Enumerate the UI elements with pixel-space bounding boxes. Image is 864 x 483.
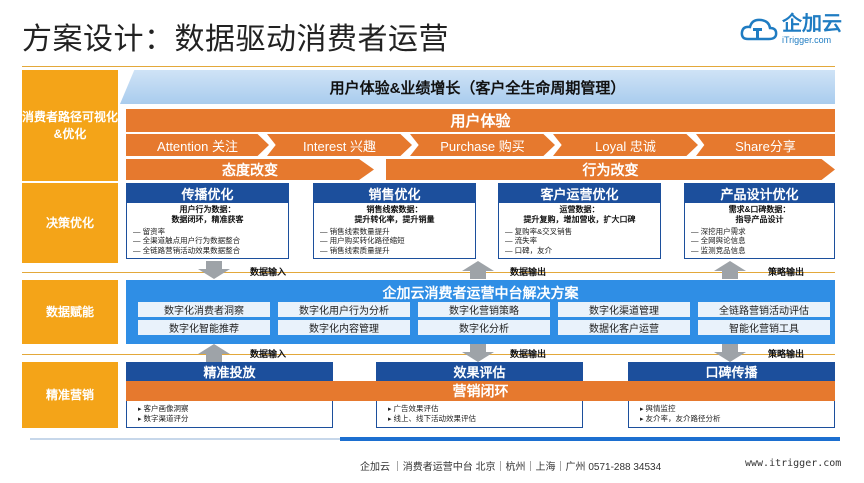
page-title: 方案设计：数据驱动消费者运营	[22, 23, 449, 56]
platform-tile: 全链路营销活动评估	[698, 302, 830, 317]
flow-label-output: 数据输出	[510, 267, 547, 277]
list-item: 舆情监控	[640, 404, 720, 414]
footer-text: 企加云 ｜消费者运营中台 北京｜杭州｜上海｜广州 0571-288 34534	[360, 462, 662, 473]
list-item: 全渠道触点用户行为数据整合	[133, 236, 288, 245]
behavior-change: 行为改变	[386, 159, 835, 180]
delivery-list: 客户画像洞察 数字渠道评分	[138, 404, 188, 425]
card-title: 客户运营优化	[499, 184, 660, 203]
list-item: 留资率	[133, 227, 288, 236]
flow-label-strategy: 策略输出	[768, 349, 805, 359]
footer-url: www.itrigger.com	[745, 458, 842, 469]
stage-share: Share分享	[696, 134, 835, 156]
stage-purchase: Purchase 购买	[410, 134, 555, 156]
word-of-mouth-list: 舆情监控 友介率，友介路径分析	[640, 404, 720, 425]
arrow-down-icon	[714, 344, 746, 362]
list-item: 口碑，友介	[505, 246, 660, 255]
list-item: 销售线索质量提升	[320, 246, 475, 255]
list-item: 监测竞品信息	[691, 246, 834, 255]
flow-label-input: 数据输入	[250, 267, 287, 277]
platform-tile: 数字化用户行为分析	[278, 302, 410, 317]
list-item: 复购率&交叉销售	[505, 227, 660, 236]
card-subtitle: 销售线索数据： 提升转化率，提升销量	[354, 205, 435, 224]
card-title: 传播优化	[127, 184, 288, 203]
platform-tile: 数字化营销策略	[418, 302, 550, 317]
footer-accent	[340, 437, 840, 441]
platform-title: 企加云消费者运营中台解决方案	[382, 285, 579, 301]
ux-bar: 用户体验	[126, 109, 835, 132]
card-subtitle: 需求&口碑数据： 指导产品设计	[728, 205, 791, 224]
platform-tile: 智能化营销工具	[698, 320, 830, 335]
attitude-change: 态度改变	[126, 159, 374, 180]
platform-tile: 数字化分析	[418, 320, 550, 335]
card-customer-ops: 客户运营优化 运营数据： 提升复购，增加营收，扩大口碑 复购率&交叉销售 流失率…	[498, 183, 661, 259]
divider	[22, 354, 835, 355]
flow-label-input: 数据输入	[250, 349, 287, 359]
arrow-down-icon	[462, 344, 494, 362]
logo-subtitle: iTrigger.com	[782, 35, 832, 45]
list-item: 客户画像洞察	[138, 404, 188, 414]
stage-interest: Interest 兴趣	[267, 134, 412, 156]
platform-tile: 数字化渠道管理	[558, 302, 690, 317]
arrow-down-icon	[198, 261, 230, 279]
platform-panel: 企加云消费者运营中台解决方案 数字化消费者洞察 数字化用户行为分析 数字化营销策…	[126, 280, 835, 344]
logo: 企加云 iTrigger.com	[740, 14, 842, 45]
divider	[22, 66, 835, 67]
card-sales: 销售优化 销售线索数据： 提升转化率，提升销量 销售线索数量提升 用户购买转化路…	[313, 183, 476, 259]
card-subtitle: 用户行为数据： 数据闭环，精准获客	[171, 205, 244, 224]
list-item: 全链路营销活动效果数据整合	[133, 246, 288, 255]
arrow-up-icon	[198, 344, 230, 362]
row-label-marketing: 精准营销	[22, 362, 118, 428]
row-label-path: 消费者路径可视化&优化	[22, 70, 118, 181]
list-item: 销售线索数量提升	[320, 227, 475, 236]
list-item: 流失率	[505, 236, 660, 245]
row-label-data: 数据赋能	[22, 280, 118, 344]
row-label-decision: 决策优化	[22, 183, 118, 263]
flow-label-output: 数据输出	[510, 349, 547, 359]
list-item: 数字渠道评分	[138, 414, 188, 424]
list-item: 全网舆论信息	[691, 236, 834, 245]
card-title: 销售优化	[314, 184, 475, 203]
growth-banner: 用户体验&业绩增长（客户全生命周期管理）	[120, 70, 835, 104]
platform-tile: 数字化消费者洞察	[138, 302, 270, 317]
arrow-up-icon	[714, 261, 746, 279]
platform-tile: 数字化智能推荐	[138, 320, 270, 335]
flow-label-strategy: 策略输出	[768, 267, 805, 277]
list-item: 用户购买转化路径缩短	[320, 236, 475, 245]
precise-delivery-title: 精准投放	[126, 362, 333, 381]
arrow-up-icon	[462, 261, 494, 279]
list-item: 深挖用户需求	[691, 227, 834, 236]
list-item: 广告效果评估	[388, 404, 476, 414]
logo-name: 企加云	[782, 13, 842, 35]
list-item: 友介率，友介路径分析	[640, 414, 720, 424]
stage-attention: Attention 关注	[126, 134, 269, 156]
effect-eval-title: 效果评估	[376, 362, 583, 381]
card-product: 产品设计优化 需求&口碑数据： 指导产品设计 深挖用户需求 全网舆论信息 监测竞…	[684, 183, 835, 259]
cloud-logo-icon	[740, 18, 778, 40]
platform-tile: 数字化内容管理	[278, 320, 410, 335]
word-of-mouth-title: 口碑传播	[628, 362, 835, 381]
card-subtitle: 运营数据： 提升复购，增加营收，扩大口碑	[523, 205, 636, 224]
card-title: 产品设计优化	[685, 184, 834, 203]
marketing-loop-bar: 营销闭环	[126, 381, 835, 401]
list-item: 线上、线下活动效果评估	[388, 414, 476, 424]
card-propagation: 传播优化 用户行为数据： 数据闭环，精准获客 留资率 全渠道触点用户行为数据整合…	[126, 183, 289, 259]
evaluation-list: 广告效果评估 线上、线下活动效果评估	[388, 404, 476, 425]
divider	[22, 272, 835, 273]
platform-tile: 数据化客户运营	[558, 320, 690, 335]
stage-loyal: Loyal 忠诚	[553, 134, 698, 156]
